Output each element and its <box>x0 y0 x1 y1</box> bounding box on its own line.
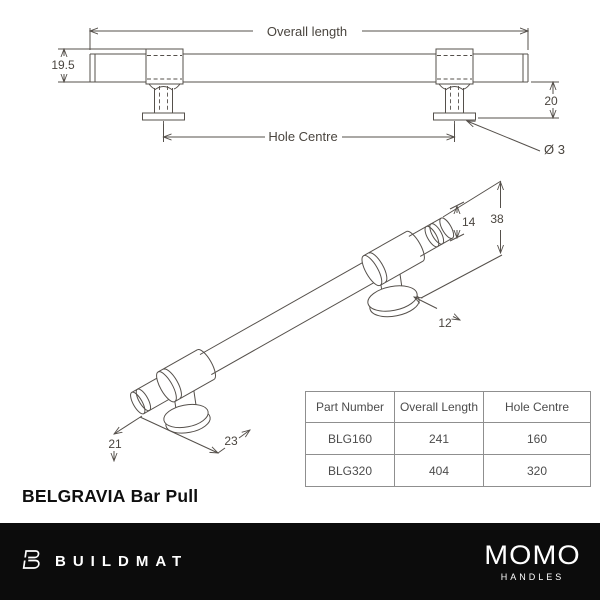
col-header-overall-length: Overall Length <box>394 391 484 423</box>
front-left-post <box>142 48 185 128</box>
front-right-post <box>433 48 476 128</box>
cell-overall-length: 241 <box>394 422 484 455</box>
table-row: BLG160 241 160 <box>305 422 591 455</box>
dim-hole-centre: Hole Centre <box>164 124 455 144</box>
screw-diameter-value: Ø 3 <box>544 142 565 157</box>
cell-hole-centre: 160 <box>483 422 591 455</box>
momo-logo: MOMO HANDLES <box>484 539 581 582</box>
momo-wordmark: MOMO <box>484 539 581 570</box>
product-title: BELGRAVIA Bar Pull <box>22 486 198 507</box>
product-series: BELGRAVIA <box>22 486 126 506</box>
col-header-hole-centre: Hole Centre <box>483 391 591 423</box>
iso-right-flange <box>367 285 420 318</box>
front-view: Overall length 19.5 20 Hole Centre <box>51 24 565 157</box>
dim-bar-height: 19.5 <box>51 49 146 82</box>
cell-part-number: BLG160 <box>305 422 395 455</box>
end-offset-value: 21 <box>108 437 122 451</box>
projection-value: 38 <box>490 212 504 226</box>
col-header-part-number: Part Number <box>305 391 395 423</box>
table-row: BLG320 404 320 <box>305 454 591 487</box>
dim-stem-diameter: 12 <box>414 297 460 330</box>
buildmat-wordmark: BUILDMAT <box>55 553 189 570</box>
dim-projection: 38 <box>420 180 504 299</box>
footer-bar: BUILDMAT MOMO HANDLES <box>0 523 600 600</box>
dim-screw-diameter: Ø 3 <box>467 121 565 157</box>
dim-bar-diameter: 14 <box>449 201 476 242</box>
base-diameter-value: 23 <box>224 434 238 448</box>
bar-diameter-value: 14 <box>462 215 476 229</box>
dim-base-diameter: 23 <box>139 416 250 453</box>
hole-centre-label: Hole Centre <box>268 129 337 144</box>
bar-height-value: 19.5 <box>51 58 75 72</box>
dim-post-height: 20 <box>478 82 559 118</box>
technical-drawing: Overall length 19.5 20 Hole Centre <box>51 24 565 523</box>
spec-table-header-row: Part Number Overall Length Hole Centre <box>305 391 591 423</box>
dim-overall-length: Overall length <box>90 24 528 50</box>
post-height-value: 20 <box>544 94 558 108</box>
iso-view: 38 14 12 21 23 <box>108 180 504 461</box>
cell-overall-length: 404 <box>394 454 484 487</box>
iso-handle-body <box>130 217 455 415</box>
buildmat-b-icon <box>21 548 46 576</box>
iso-left-flange <box>163 403 211 434</box>
cell-part-number: BLG320 <box>305 454 395 487</box>
spec-table: Part Number Overall Length Hole Centre B… <box>305 391 591 487</box>
overall-length-label: Overall length <box>267 24 347 39</box>
momo-handles-label: HANDLES <box>500 571 565 582</box>
product-name: Bar Pull <box>125 486 199 506</box>
dim-end-offset: 21 <box>108 415 143 461</box>
stem-diameter-value: 12 <box>438 316 452 330</box>
buildmat-logo: BUILDMAT <box>21 548 188 576</box>
cell-hole-centre: 320 <box>483 454 591 487</box>
